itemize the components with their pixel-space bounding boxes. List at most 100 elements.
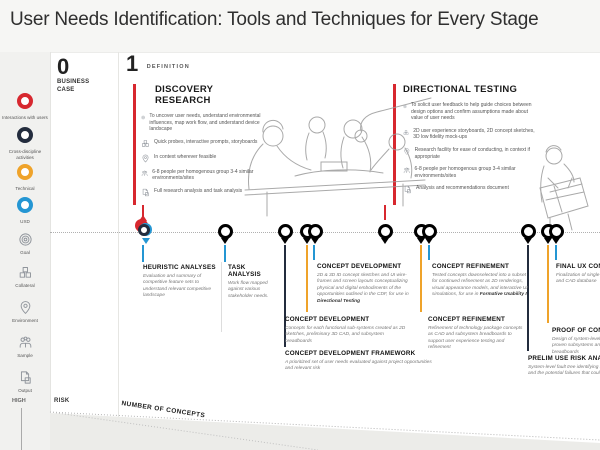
stage-divider	[118, 52, 119, 450]
connector-red-up	[384, 205, 386, 220]
bullet-text: Quick probes, interactive prompts, story…	[154, 138, 258, 145]
pin-tail-icon	[552, 238, 560, 244]
bullet-row: Full research analysis and task analysis	[141, 188, 269, 197]
connector-navy-down	[527, 245, 529, 351]
title-bar: User Needs Identification: Tools and Tec…	[0, 0, 600, 53]
connector-blue-down	[428, 245, 430, 260]
blue-pin-icon	[421, 224, 437, 239]
milestone-concept-development-technical: CONCEPT DEVELOPMENT Concepts for each fu…	[285, 316, 407, 345]
navy-pin-icon	[520, 224, 536, 239]
legend-item-environment: Environment	[0, 299, 50, 324]
milestone-desc: Design of system-level prototypes integr…	[552, 336, 600, 355]
goal-icon	[403, 104, 407, 109]
legend-label: Environment	[12, 318, 38, 323]
milestone-prelim-use-risk-analysis: PRELIM USE RISK ANALYSIS System-level fa…	[528, 355, 600, 378]
connector-navy-down	[284, 245, 286, 347]
sample-icon	[141, 170, 148, 176]
bullet-text: 2D user experience storyboards, 2D conce…	[413, 127, 535, 141]
milestone-desc: Refinement of technology package concept…	[428, 325, 523, 351]
interactions-ring-icon	[17, 93, 33, 109]
pin-tail-icon	[303, 238, 311, 244]
milestone-proof-of-concept: PROOF OF CONCEPT Design of system-level …	[552, 327, 600, 356]
navy-pin-icon	[277, 224, 293, 239]
bullet-row: To solicit user feedback to help guide c…	[403, 102, 535, 122]
blue-pin-icon	[307, 224, 323, 239]
milestone-pin-risk-analysis	[520, 224, 536, 244]
page-title: User Needs Identification: Tools and Tec…	[10, 9, 539, 30]
milestone-desc: Tested concepts downselected into a subs…	[432, 273, 529, 299]
collateral-icon	[142, 140, 149, 147]
risk-axis-line	[21, 408, 22, 450]
milestone-title: CONCEPT REFINEMENT	[428, 316, 506, 323]
bullet-text: 6-8 people per homogenous group 3-4 simi…	[414, 166, 516, 179]
bullet-row: Quick probes, interactive prompts, story…	[141, 139, 269, 148]
column-divider	[221, 262, 222, 332]
legend-label: Technical	[15, 186, 35, 191]
milestone-pin-refinement-uxd	[421, 224, 437, 244]
pin-tail-icon	[221, 238, 229, 244]
blue-pin-tail-icon	[142, 238, 150, 244]
legend-label: Goal	[20, 250, 30, 255]
connector-orange-down	[306, 245, 308, 312]
legend-item-goal: Goal	[0, 231, 50, 256]
cross-discipline-ring-icon	[17, 127, 33, 143]
bullet-text: In context wherever feasible	[154, 153, 217, 160]
stage-number: 1	[126, 51, 139, 76]
navy-ring-icon	[137, 224, 150, 236]
milestone-task-analysis: TASK ANALYSIS Work flow mapped against v…	[228, 264, 280, 300]
risk-axis-high-label: HIGH	[12, 398, 26, 404]
milestone-concept-refinement-technical: CONCEPT REFINEMENT Refinement of technol…	[428, 316, 525, 352]
connector-red-up	[142, 205, 144, 219]
goal-icon	[141, 115, 145, 120]
directional-testing-section: DIRECTIONAL TESTING To solicit user feed…	[395, 84, 535, 200]
milestone-title: CONCEPT DEVELOPMENT	[285, 316, 370, 323]
milestone-pin-final-ux	[548, 224, 564, 244]
milestone-title: PRELIM USE RISK ANALYSIS	[528, 355, 600, 362]
milestone-desc: System-level fault tree identifying syst…	[528, 364, 600, 377]
surgical-team-illustration	[244, 97, 432, 217]
legend-label: Sample	[17, 353, 33, 358]
connector-blue-down	[555, 245, 557, 260]
stage-0: 0 BUSINESS CASE	[57, 56, 97, 94]
risk-label: RISK	[54, 398, 70, 404]
output-icon	[142, 188, 149, 197]
milestone-title: CONCEPT DEVELOPMENT	[317, 263, 402, 270]
milestone-title: HEURISTIC ANALYSES	[143, 264, 216, 271]
milestone-desc: Evaluation and summary of competitive fe…	[143, 273, 211, 299]
bullet-text: To uncover user needs, understand enviro…	[149, 113, 261, 133]
pin-tail-icon	[544, 238, 552, 244]
milestone-pin-directional	[377, 224, 393, 244]
legend-label: Output	[18, 388, 32, 393]
milestone-title: PROOF OF CONCEPT	[552, 327, 600, 334]
milestone-concept-refinement-uxd: CONCEPT REFINEMENT Tested concepts downs…	[432, 263, 529, 299]
milestone-heuristic-analyses: HEURISTIC ANALYSES Evaluation and summar…	[143, 264, 219, 300]
milestone-emphasis: Formative Usability I	[479, 292, 527, 298]
legend-item-collateral: Collateral	[0, 264, 50, 289]
bullet-text: Research facility for ease of conducting…	[414, 146, 530, 160]
bullet-text: Analysis and recommendations document	[416, 185, 509, 192]
milestone-desc: Work flow mapped against various stakeho…	[228, 280, 269, 299]
technical-ring-icon	[17, 164, 33, 180]
milestone-pin-task	[217, 224, 233, 244]
bullet-row: Research facility for ease of conducting…	[403, 147, 535, 160]
concepts-dotted-line	[49, 411, 319, 450]
pin-tail-icon	[524, 238, 532, 244]
environment-icon	[142, 154, 149, 163]
stage-label: DEFINITION	[146, 64, 190, 70]
bullet-row: To uncover user needs, understand enviro…	[141, 113, 269, 133]
sample-icon	[403, 167, 410, 174]
legend-label: Interactions with users	[2, 115, 48, 120]
legend-item-technical: Technical	[0, 164, 50, 192]
bullet-text: 6-8 people per homogenous group 3-4 simi…	[152, 168, 254, 182]
discovery-research-bar	[133, 84, 136, 205]
connector-orange-down	[547, 245, 549, 323]
bullet-row: 6-8 people per homogenous group 3-4 simi…	[141, 169, 269, 182]
milestone-desc: A prioritized set of user needs evaluate…	[285, 359, 432, 372]
pin-tail-icon	[311, 238, 319, 244]
bullet-row: 6-8 people per homogenous group 3-4 simi…	[403, 166, 535, 179]
legend-item-cross-discipline: Cross-discipline activities	[0, 127, 50, 161]
map-review-illustration	[539, 145, 589, 235]
bullet-row: Analysis and recommendations document	[403, 185, 535, 194]
bullet-text: Full research analysis and task analysis	[154, 187, 243, 194]
collateral-icon	[19, 267, 31, 278]
